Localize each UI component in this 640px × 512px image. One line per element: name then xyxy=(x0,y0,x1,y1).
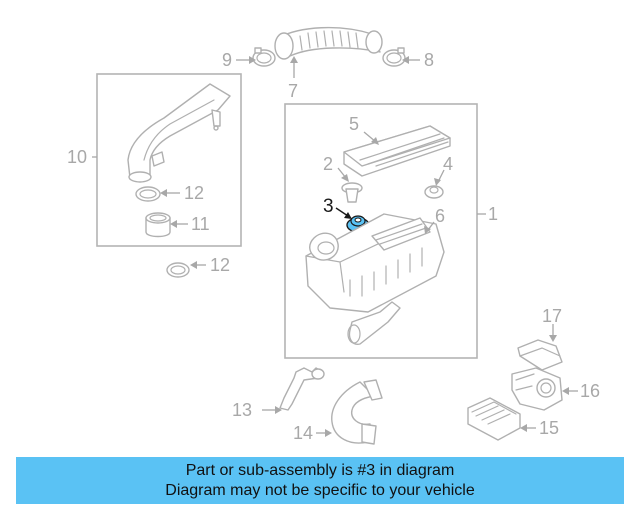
leader-lines xyxy=(92,56,578,437)
part-17-duct[interactable] xyxy=(517,339,563,371)
part-5-air-filter[interactable] xyxy=(343,125,451,177)
callout-16: 16 xyxy=(580,381,600,401)
callout-10: 10 xyxy=(67,147,87,167)
group-box-intake-pipe xyxy=(96,73,242,247)
callout-17: 17 xyxy=(542,306,562,326)
group-box-air-cleaner xyxy=(284,103,478,359)
part-8-clamp[interactable] xyxy=(382,47,406,67)
part-13-small-hose[interactable] xyxy=(279,367,325,411)
part-12-clamp-upper[interactable] xyxy=(135,186,161,202)
callout-2: 2 xyxy=(323,154,333,174)
part-2-fastener[interactable] xyxy=(341,182,363,203)
part-6-air-cleaner-housing[interactable] xyxy=(305,213,445,345)
callout-13: 13 xyxy=(232,400,252,420)
part-7-intake-hose[interactable] xyxy=(274,26,383,60)
callout-15: 15 xyxy=(539,418,559,438)
callout-3-highlighted: 3 xyxy=(323,196,334,217)
callout-14: 14 xyxy=(293,423,313,443)
callout-8: 8 xyxy=(424,50,434,70)
part-15-inlet-duct[interactable] xyxy=(467,397,521,441)
part-4-grommet[interactable] xyxy=(424,185,444,199)
callout-1: 1 xyxy=(488,204,498,224)
callout-5: 5 xyxy=(349,114,359,134)
callout-11: 11 xyxy=(191,214,210,234)
callout-4: 4 xyxy=(443,154,453,174)
info-banner: Part or sub-assembly is #3 in diagram Di… xyxy=(16,457,624,504)
banner-line-part-info: Part or sub-assembly is #3 in diagram xyxy=(185,461,455,479)
callout-6: 6 xyxy=(435,206,445,226)
part-14-curved-duct[interactable] xyxy=(331,379,383,445)
part-9-clamp[interactable] xyxy=(252,47,276,67)
part-11-coupler[interactable] xyxy=(145,212,171,238)
part-10-intake-pipe[interactable] xyxy=(127,83,231,183)
callout-7: 7 xyxy=(288,81,298,101)
part-12-clamp-lower[interactable] xyxy=(166,262,190,278)
part-16-resonator[interactable] xyxy=(511,367,563,411)
banner-line-disclaimer: Diagram may not be specific to your vehi… xyxy=(165,481,475,499)
callout-9: 9 xyxy=(222,50,232,70)
callout-12-upper: 12 xyxy=(184,183,204,203)
callout-12-lower: 12 xyxy=(210,255,230,275)
